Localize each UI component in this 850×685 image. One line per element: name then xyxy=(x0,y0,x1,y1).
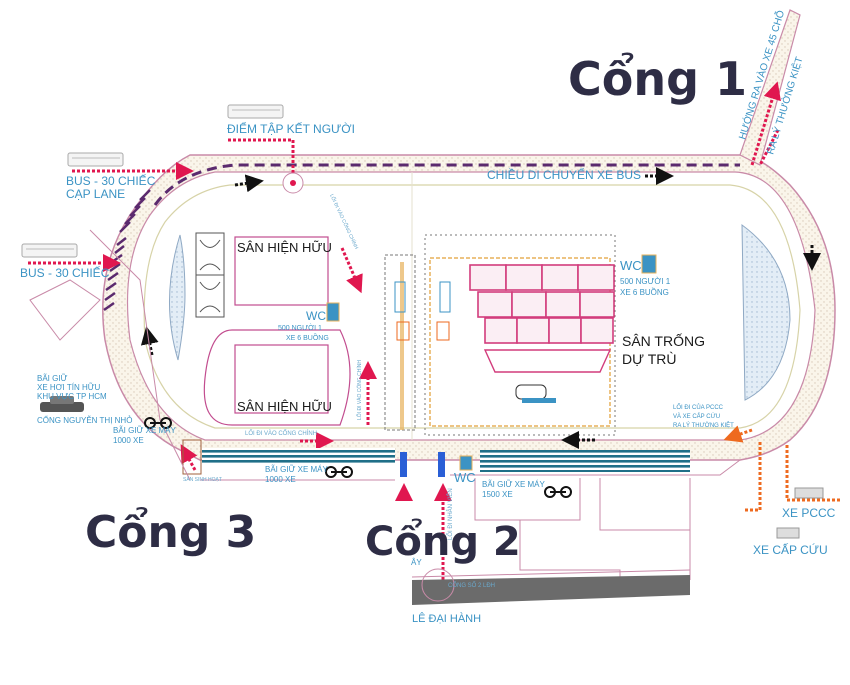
bus-icon xyxy=(21,243,78,258)
activity-area xyxy=(182,439,202,475)
ay-label: ÂY xyxy=(411,558,422,567)
car-park-label-1: BÃI GIỮ xyxy=(37,374,68,383)
moto-park-3-count: 1500 XE xyxy=(482,490,513,499)
emergency-routes xyxy=(723,425,840,512)
gate2-barrier-left xyxy=(400,452,407,477)
fire-exit-label-1: LỐI ĐI CỦA PCCC xyxy=(673,404,724,411)
main-gate-path-vertical: LỐI ĐI VÀO CỔNG CHÍNH xyxy=(356,360,363,420)
wc-bottom-label: WC xyxy=(454,470,476,485)
reserve-field-label-2: DỰ TRÙ xyxy=(622,351,676,367)
stage-apron xyxy=(483,349,612,373)
wc-left-label: WC xyxy=(306,309,326,323)
bus-route-line xyxy=(153,163,740,206)
staff-path-label: LỐI ĐI NHÂN VIÊN xyxy=(446,488,454,540)
parking-strip-left xyxy=(202,448,395,464)
seating-block xyxy=(577,264,615,291)
wc-right-label: WC xyxy=(620,258,642,273)
seating-block xyxy=(516,317,550,344)
gathering-point-label: ĐIỂM TẬP KẾT NGƯỜI xyxy=(227,121,355,136)
wc-left-stalls: XE 6 BUỒNG xyxy=(286,332,329,342)
car-icon xyxy=(40,396,84,412)
motorbike-icon xyxy=(544,486,572,498)
bus-icon xyxy=(67,152,124,167)
wc-right-capacity: 500 NGƯỜI 1 xyxy=(620,277,671,286)
fire-truck-label: XE PCCC xyxy=(782,506,836,520)
gate-2-label: Cổng 2 xyxy=(365,517,521,565)
seating-block xyxy=(484,317,518,344)
stage-front xyxy=(522,398,556,403)
track-lane-line xyxy=(143,184,801,429)
wc-bottom-icon xyxy=(459,455,473,471)
motorbike-icon xyxy=(144,417,172,429)
stage-grid xyxy=(469,264,615,373)
seating-block xyxy=(579,291,615,318)
main-gate-path-label: LỐI ĐI VÀO CỔNG CHÍNH xyxy=(245,430,317,437)
seating-block xyxy=(477,291,513,318)
reserve-field-label-1: SÂN TRỐNG xyxy=(622,332,705,349)
bus-direction-label: CHIỀU DI CHUYỂN XE BUS xyxy=(487,167,641,182)
left-stand xyxy=(169,234,186,361)
fire-truck-icon xyxy=(794,487,824,499)
gathering-point-dot xyxy=(290,180,296,186)
seating-block xyxy=(580,317,614,344)
wc-right-icon xyxy=(641,254,657,274)
fire-exit-label-3: RA LÝ THƯỜNG KIỆT xyxy=(673,421,734,429)
fire-exit-label-2: VÀ XE CẤP CỨU xyxy=(673,413,720,420)
car-park-label-3: KHU VỰC TP HCM xyxy=(37,392,107,401)
seating-block xyxy=(545,291,581,318)
gate-3-label: Cổng 3 xyxy=(85,506,256,558)
moto-park-2-count: 1000 XE xyxy=(265,475,296,484)
seating-block xyxy=(505,264,543,291)
street-road xyxy=(412,575,690,605)
bus-icon xyxy=(227,104,284,119)
bus-left-label: BUS - 30 CHIẾC xyxy=(20,265,110,280)
car-park-label-4: CỔNG NGUYỄN THỊ NHỎ xyxy=(37,416,132,425)
activity-area-label: SÂN SINH HOẠT xyxy=(183,476,222,483)
ambulance-label: XE CẤP CỨU xyxy=(753,542,828,557)
moto-park-3-label: BÃI GIỮ XE MÁY xyxy=(482,480,546,489)
gate-1-label: Cổng 1 xyxy=(568,52,747,106)
existing-field-1 xyxy=(234,236,329,306)
existing-field-2 xyxy=(234,344,329,414)
gate2-barrier-right xyxy=(438,452,445,477)
seating-block xyxy=(469,264,507,291)
car-park-label-2: XE HƠI TÍN HỮU xyxy=(37,383,101,392)
wc-right-stalls: XE 6 BUỒNG xyxy=(620,287,669,297)
motorbike-icon xyxy=(325,466,353,478)
gate-no2-label: CỔNG SỐ 2 LĐH xyxy=(448,582,495,589)
gate2-circle xyxy=(421,568,455,602)
moto-park-1-count: 1000 XE xyxy=(113,436,144,445)
wc-left-capacity: 500 NGƯỜI 1 xyxy=(278,323,322,332)
seating-block xyxy=(541,264,579,291)
bus-lane-label: BUS - 30 CHIẾC xyxy=(66,173,156,188)
street-edge xyxy=(411,569,691,578)
seating-block xyxy=(548,317,582,344)
wc-left-icon xyxy=(326,302,340,322)
building-outlines xyxy=(29,229,741,580)
moto-park-1-label: BÃI GIỮ XE MÁY xyxy=(113,426,177,435)
parking-strip-right xyxy=(480,450,690,472)
existing-field-2-label: SÂN HIỆN HỮU xyxy=(237,399,332,414)
seating-block xyxy=(511,291,547,318)
right-stand xyxy=(741,224,791,401)
street-label: LÊ ĐẠI HÀNH xyxy=(412,612,481,625)
ambulance-icon xyxy=(776,527,800,539)
bus-lane-label-2: CẠP LANE xyxy=(66,187,125,201)
existing-field-1-label: SÂN HIỆN HỮU xyxy=(237,240,332,255)
mini-courts xyxy=(195,232,225,318)
moto-park-2-label: BÃI GIỮ XE MÁY xyxy=(265,465,329,474)
